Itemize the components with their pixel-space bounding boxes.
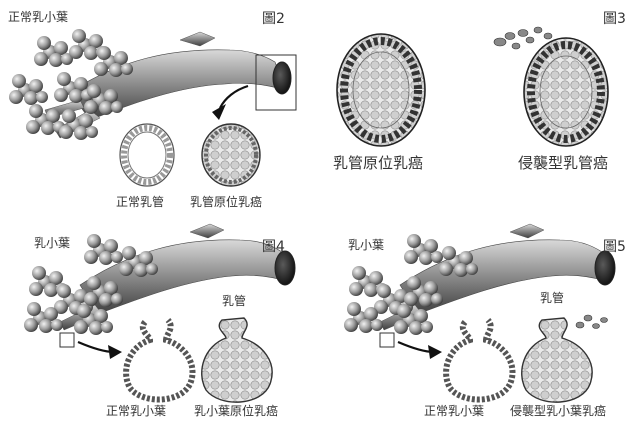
panel-4-lobule-label: 乳小葉	[34, 234, 70, 251]
panel-3-art	[337, 27, 608, 146]
panel-5-normal-lobule-label: 正常乳小葉	[424, 402, 484, 419]
panel-5-lobule-label: 乳小葉	[348, 236, 384, 253]
panel-3-invasive-label: 侵襲型乳管癌	[518, 152, 608, 173]
panel-2-lobule-label: 正常乳小葉	[8, 8, 68, 25]
panel-3-figure-number: 圖3	[603, 8, 626, 28]
panel-5-figure-number: 圖5	[603, 236, 626, 256]
panel-2-dcis-label: 乳管原位乳癌	[190, 193, 262, 210]
panel-5-art	[344, 224, 615, 402]
panel-2-normal-duct-label: 正常乳管	[116, 193, 164, 210]
panel-4-normal-lobule-label: 正常乳小葉	[106, 402, 166, 419]
panel-2-figure-number: 圖2	[262, 8, 285, 28]
panel-4-duct-label: 乳管	[222, 292, 246, 309]
panel-5-duct-label: 乳管	[540, 289, 564, 306]
panel-4-figure-number: 圖4	[262, 236, 285, 256]
panel-2-art	[9, 29, 296, 186]
panel-5-invasive-lobular-label: 侵襲型乳小葉乳癌	[510, 402, 606, 419]
panel-3-dcis-label: 乳管原位乳癌	[333, 152, 423, 173]
panel-4-lcis-label: 乳小葉原位乳癌	[194, 402, 278, 419]
